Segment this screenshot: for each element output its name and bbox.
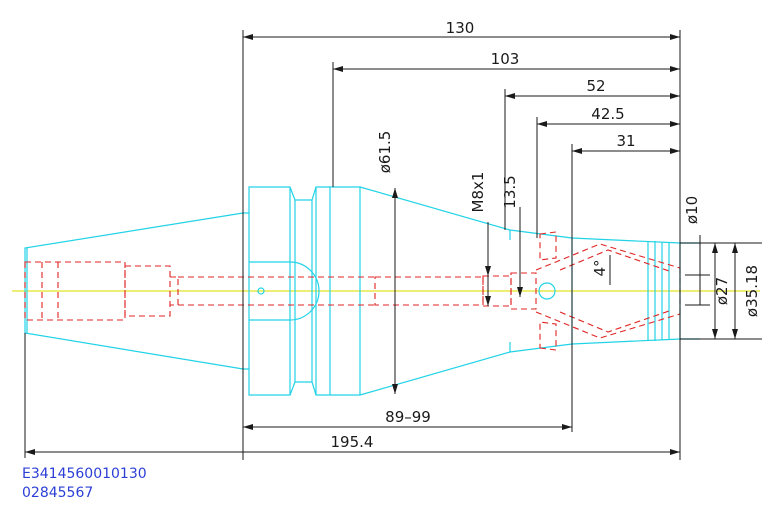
arrowheads [25,34,738,455]
dim-31: 31 [616,132,635,150]
dim-89-99: 89–99 [385,408,431,426]
dim-195-4: 195.4 [331,433,374,451]
order-number: E3414560010130 [22,466,147,482]
article-number: 02845567 [22,485,94,501]
dim-angle-4: 4° [591,259,609,276]
dim-13-5: 13.5 [501,175,519,208]
dimension-lines [24,30,762,460]
hidden-lines [24,231,681,351]
dim-dia-10: ø10 [683,196,701,224]
dim-dia-35-18: ø35.18 [743,265,761,317]
dim-dia-61-5: ø61.5 [376,131,394,174]
dim-52: 52 [586,77,605,95]
dim-dia-27: ø27 [713,277,731,305]
dim-42-5: 42.5 [591,105,624,123]
dim-thread-m8x1: M8x1 [469,172,487,213]
dim-130: 130 [446,19,475,37]
dim-103: 103 [491,50,520,68]
